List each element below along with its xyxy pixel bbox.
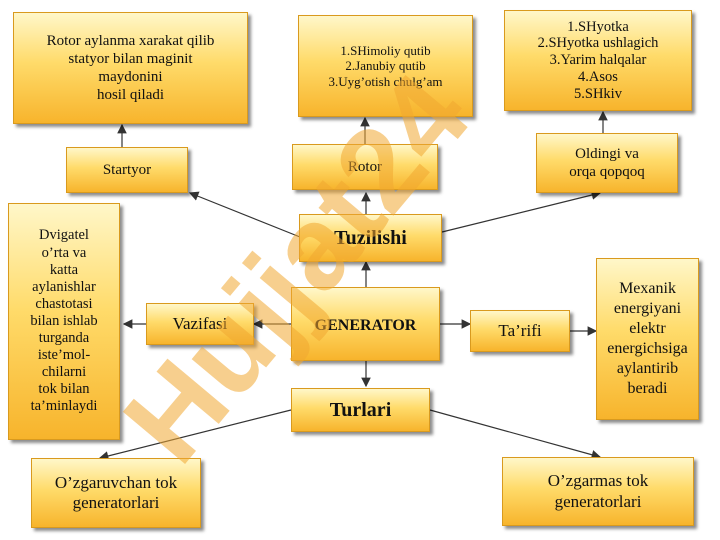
rotor-parts-box: 1.SHimoliy qutib 2.Janubiy qutib 3.Uyg’o…	[298, 15, 473, 117]
rotor-description-box: Rotor aylanma xarakat qilib statyor bila…	[13, 12, 248, 124]
startyor-box: Startyor	[66, 147, 188, 193]
mexanik-box: Mexanik energiyani elektr energichsiga a…	[596, 258, 699, 420]
tuzilishi-box: Tuzilishi	[299, 214, 442, 262]
vazifasi-box: Vazifasi	[146, 303, 254, 345]
ozgarmas-box: O’zgarmas tok generatorlari	[502, 457, 694, 526]
arrow-to-covers	[441, 190, 602, 233]
rotor-box: Rotor	[292, 144, 438, 190]
bearing-parts-box: 1.SHyotka 2.SHyotka ushlagich 3.Yarim ha…	[504, 10, 692, 111]
arrow-to-ozgarmas	[429, 409, 602, 460]
tarifi-box: Ta’rifi	[470, 310, 570, 352]
arrow-to-startyor	[188, 191, 301, 238]
generator-box: GENERATOR	[291, 287, 440, 361]
covers-box: Oldingi va orqa qopqoq	[536, 133, 678, 193]
arrow-to-ozgaruvchan	[98, 409, 292, 461]
turlari-box: Turlari	[291, 388, 430, 432]
ozgaruvchan-box: O’zgaruvchan tok generatorlari	[31, 458, 201, 528]
dvigatel-box: Dvigatel o’rta va katta aylanishlar chas…	[8, 203, 120, 440]
